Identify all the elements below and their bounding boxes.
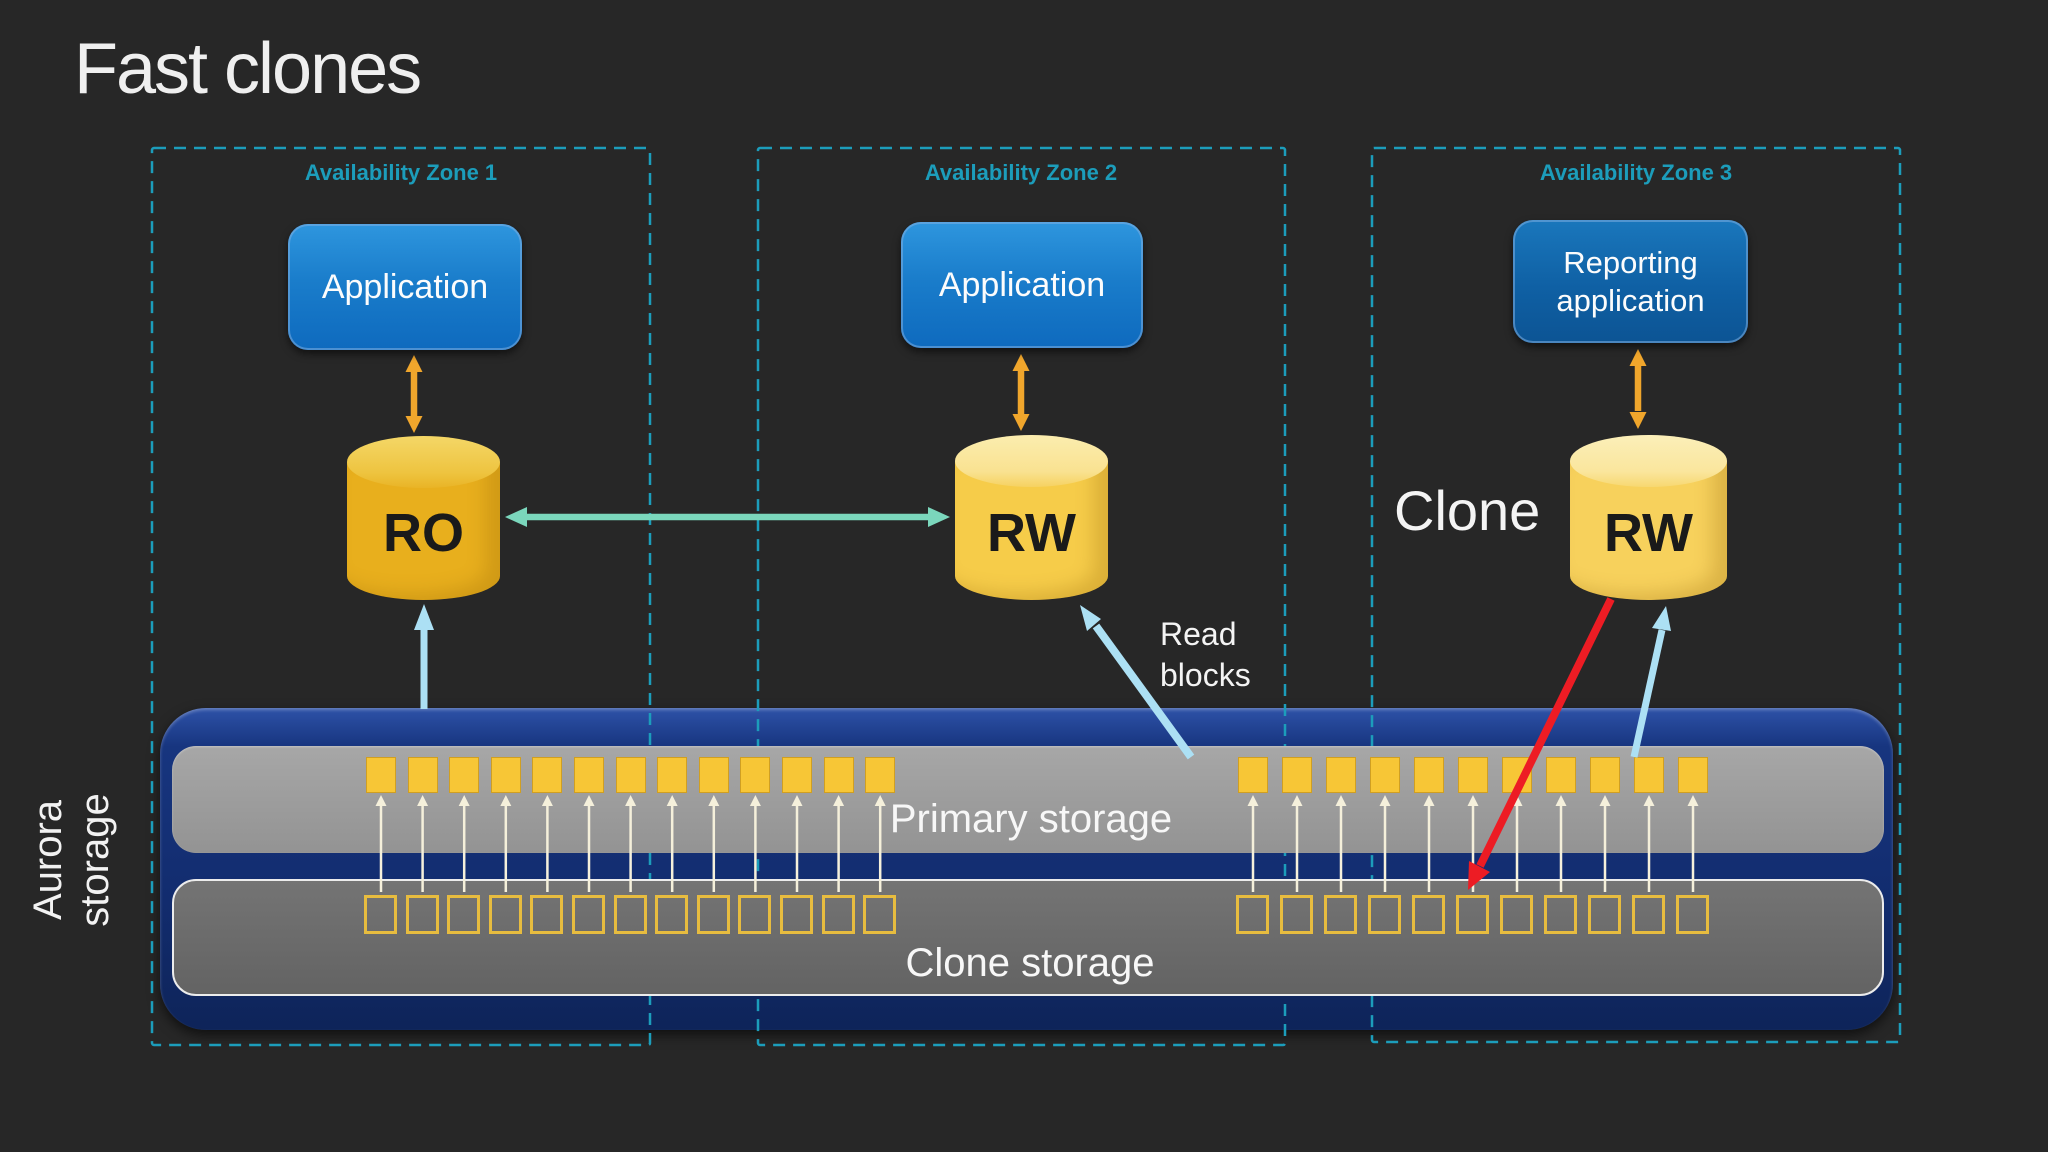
zone-label-az1: Availability Zone 1 xyxy=(304,160,498,185)
storage-block-written xyxy=(1458,757,1488,793)
storage-block-clone-ref xyxy=(572,895,605,934)
storage-block-written xyxy=(1502,757,1532,793)
zone-label-az2: Availability Zone 2 xyxy=(924,160,1118,185)
primary-read-arrow-ro xyxy=(414,604,434,709)
storage-block-clone-ref xyxy=(1324,895,1357,934)
app-db-arrow-az1 xyxy=(405,355,423,433)
storage-block-written xyxy=(782,757,812,793)
application-label: Application xyxy=(938,265,1106,304)
storage-block-written xyxy=(407,757,438,793)
storage-block-clone-ref xyxy=(780,895,813,934)
clone-storage-label: Clone storage xyxy=(905,941,1155,985)
database-clone-rw-label: RW xyxy=(1604,502,1693,563)
storage-block-clone-ref xyxy=(1500,895,1533,934)
storage-block-written xyxy=(698,757,729,793)
storage-block-written xyxy=(1414,757,1444,793)
storage-block-clone-ref xyxy=(738,895,772,934)
zone-label-az3: Availability Zone 3 xyxy=(1539,160,1733,185)
storage-block-clone-ref xyxy=(1456,895,1489,934)
storage-block-clone-ref xyxy=(1676,895,1709,934)
clone-annotation: Clone xyxy=(1394,479,1541,542)
storage-block-clone-ref xyxy=(821,895,855,934)
storage-block-clone-ref xyxy=(488,895,522,934)
storage-block-written xyxy=(1546,757,1576,793)
storage-block-clone-ref xyxy=(1588,895,1621,934)
storage-block-written xyxy=(1370,757,1400,793)
storage-block-clone-ref xyxy=(1236,895,1269,934)
application-box-az1: Application xyxy=(288,224,522,350)
database-rw-label: RW xyxy=(987,502,1076,563)
database-ro: RO xyxy=(347,436,500,600)
storage-block-written xyxy=(1282,757,1312,793)
application-label: Application xyxy=(321,267,489,306)
storage-block-written xyxy=(490,757,521,793)
storage-block-clone-ref xyxy=(1368,895,1401,934)
storage-block-written xyxy=(740,757,771,793)
read-blocks-annotation: Read blocks xyxy=(1160,616,1251,693)
app-db-arrow-az2 xyxy=(1012,354,1030,431)
storage-block-clone-ref xyxy=(530,895,564,934)
storage-block-written xyxy=(366,757,396,793)
aurora-storage-side-label: Aurora storage xyxy=(26,793,118,927)
storage-block-written xyxy=(865,757,896,793)
storage-block-clone-ref xyxy=(1412,895,1445,934)
storage-block-clone-ref xyxy=(1280,895,1313,934)
app-db-arrow-az3 xyxy=(1629,349,1647,429)
reporting-application-box: Reporting application xyxy=(1513,220,1748,343)
storage-block-written xyxy=(823,757,854,793)
storage-block-written xyxy=(1590,757,1620,793)
storage-block-clone-ref xyxy=(364,895,397,934)
database-clone-rw: RW xyxy=(1570,435,1727,600)
storage-block-written xyxy=(1238,757,1268,793)
reporting-application-label: Reporting application xyxy=(1556,245,1705,318)
storage-block-clone-ref xyxy=(696,895,730,934)
storage-block-clone-ref xyxy=(447,895,481,934)
storage-block-written xyxy=(657,757,688,793)
storage-block-written xyxy=(1634,757,1664,793)
primary-storage-label: Primary storage xyxy=(889,797,1173,841)
storage-block-written xyxy=(532,757,563,793)
storage-block-written xyxy=(449,757,480,793)
storage-block-clone-ref xyxy=(613,895,647,934)
storage-block-written xyxy=(574,757,604,793)
storage-block-clone-ref xyxy=(1544,895,1577,934)
page-title: Fast clones xyxy=(74,29,422,109)
storage-block-clone-ref xyxy=(655,895,689,934)
database-rw: RW xyxy=(955,435,1108,600)
storage-block-written xyxy=(615,757,646,793)
application-box-az2: Application xyxy=(901,222,1143,348)
storage-block-clone-ref xyxy=(405,895,439,934)
storage-block-written xyxy=(1326,757,1356,793)
storage-block-clone-ref xyxy=(863,895,897,934)
storage-block-clone-ref xyxy=(1632,895,1665,934)
storage-block-written xyxy=(1678,757,1708,793)
replication-arrow xyxy=(505,507,950,527)
database-ro-label: RO xyxy=(383,503,464,563)
